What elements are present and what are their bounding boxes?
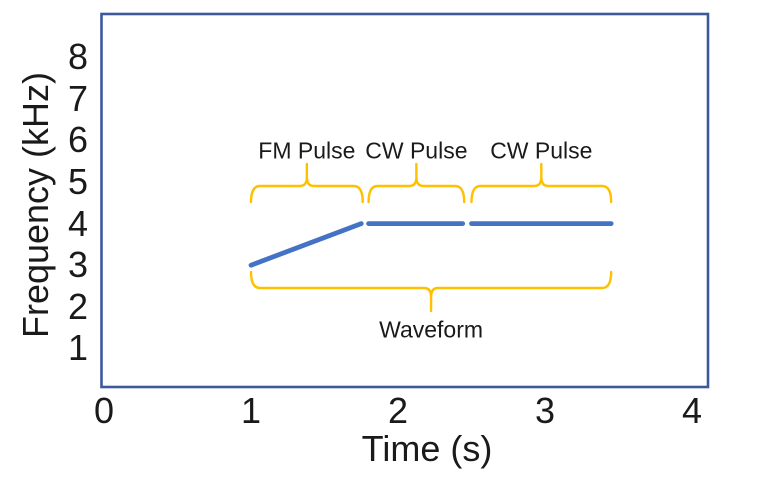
x-tick-4: 4 (681, 390, 703, 431)
x-tick-1: 1 (240, 390, 262, 431)
x-tick-0: 0 (93, 390, 115, 431)
fm-pulse-label: FM Pulse (258, 137, 356, 164)
y-tick-4: 4 (67, 202, 88, 244)
x-tick-3: 3 (534, 390, 556, 431)
y-tick-2: 2 (67, 285, 88, 327)
x-axis-title: Time (s) (361, 428, 493, 469)
x-tick-2: 2 (387, 390, 409, 431)
y-axis-title: Frequency (kHz) (15, 71, 56, 339)
y-tick-3: 3 (67, 244, 88, 286)
cw-pulse-label-2: CW Pulse (490, 137, 593, 164)
y-tick-5: 5 (67, 161, 88, 202)
y-tick-6: 6 (67, 119, 88, 161)
y-tick-1: 1 (67, 327, 88, 369)
y-tick-7: 7 (67, 77, 88, 119)
waveform-label: Waveform (379, 316, 484, 343)
cw-pulse-label-1: CW Pulse (365, 137, 468, 164)
y-tick-8: 8 (67, 36, 88, 78)
